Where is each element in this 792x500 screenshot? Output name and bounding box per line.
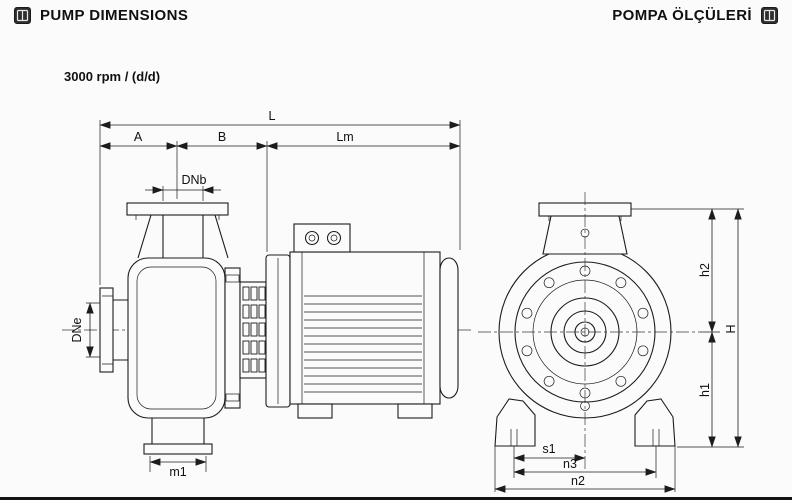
pump-front-view: h2 h1 H s1 n3 n2 bbox=[478, 192, 744, 493]
book-icon bbox=[14, 7, 31, 24]
header-right: POMPA ÖLÇÜLERİ bbox=[612, 7, 778, 24]
pump-casing-outline bbox=[99, 202, 229, 455]
rpm-subtitle: 3000 rpm / (d/d) bbox=[64, 69, 161, 84]
header-left: PUMP DIMENSIONS bbox=[14, 7, 188, 24]
dim-label-n2: n2 bbox=[571, 474, 585, 488]
cable-gland-icon bbox=[304, 230, 320, 246]
motor-foot bbox=[397, 403, 433, 419]
motor-foot bbox=[297, 403, 333, 419]
dim-label-H: H bbox=[724, 324, 738, 333]
pump-side-view: L A B Lm DNb DNe bbox=[62, 109, 472, 479]
terminal-box bbox=[293, 223, 351, 253]
dim-label-B: B bbox=[218, 130, 226, 144]
pump-feet-front bbox=[494, 398, 676, 447]
cover-bolts bbox=[521, 265, 649, 399]
footer-rule bbox=[0, 497, 792, 500]
page-title-tr: POMPA ÖLÇÜLERİ bbox=[612, 7, 752, 24]
dim-label-s1: s1 bbox=[542, 442, 555, 456]
side-view-dimensions: L A B Lm DNb DNe bbox=[70, 109, 461, 479]
motor-outline bbox=[265, 223, 459, 419]
dim-label-h2: h2 bbox=[698, 263, 712, 277]
dim-label-A: A bbox=[134, 130, 143, 144]
book-icon bbox=[761, 7, 778, 24]
dim-label-DNb: DNb bbox=[181, 173, 206, 187]
dim-label-n3: n3 bbox=[563, 457, 577, 471]
motor-fan-cover bbox=[439, 257, 459, 399]
lantern-adapter bbox=[239, 281, 267, 379]
front-view-dimensions: h2 h1 H s1 n3 n2 bbox=[494, 208, 744, 493]
casing-cover-plate bbox=[224, 267, 241, 409]
cable-gland-icon bbox=[326, 230, 342, 246]
lantern-slots bbox=[242, 286, 266, 373]
dim-label-h1: h1 bbox=[698, 383, 712, 397]
page-header: PUMP DIMENSIONS POMPA ÖLÇÜLERİ bbox=[0, 7, 792, 24]
dim-label-DNe: DNe bbox=[70, 317, 84, 342]
dim-label-m1: m1 bbox=[169, 465, 186, 479]
motor-fins bbox=[304, 295, 422, 393]
dim-label-Lm: Lm bbox=[336, 130, 353, 144]
dim-label-L: L bbox=[269, 109, 276, 123]
page-title-en: PUMP DIMENSIONS bbox=[40, 7, 189, 24]
